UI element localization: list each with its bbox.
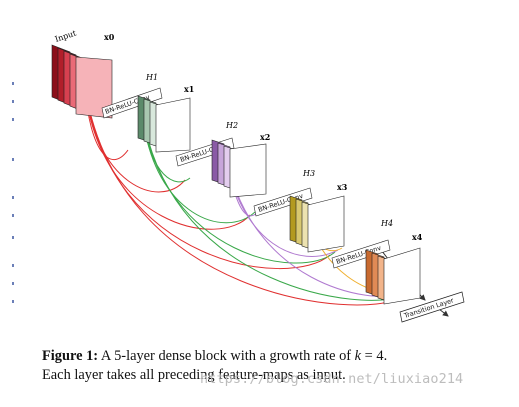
margin-mark — [12, 264, 14, 267]
caption-text: A 5-layer dense block with a growth rate… — [100, 348, 352, 364]
stage-3: H3 BN-ReLU-Conv x3 — [253, 169, 348, 253]
caption-equals: = 4. — [364, 348, 388, 364]
margin-mark — [12, 236, 14, 239]
dense-block-diagram: Input x0 H1 BN-ReLU-Conv x1 H2 BN-ReLU-C… — [51, 28, 465, 323]
watermark: https://blog.csdn.net/liuxiao214 — [200, 371, 464, 387]
h3-label: H3 — [302, 169, 315, 178]
h1-label: H1 — [145, 73, 158, 82]
margin-mark — [12, 82, 14, 85]
caption-variable: k — [354, 348, 362, 364]
stage-2: H2 BN-ReLU-Conv x2 — [175, 121, 270, 198]
margin-mark — [12, 300, 14, 303]
bn-relu-conv-box-4 — [331, 239, 391, 269]
x0-label: x0 — [104, 32, 115, 42]
margin-mark — [12, 214, 14, 217]
margin-mark — [12, 282, 14, 285]
x1-label: x1 — [184, 84, 194, 94]
x3-label: x3 — [337, 182, 348, 192]
h2-label: H2 — [225, 121, 238, 130]
input-stack: Input x0 — [51, 28, 115, 119]
connection-x0-transition — [84, 87, 401, 306]
connection-x1-h3 — [142, 117, 256, 224]
bn-relu-conv-box-3 — [253, 187, 313, 217]
x2-label: x2 — [260, 132, 270, 142]
connection-x1-transition — [142, 117, 403, 301]
margin-mark — [12, 158, 14, 161]
margin-mark — [12, 196, 14, 199]
margin-mark — [12, 100, 14, 103]
bn-relu-conv-box-1 — [101, 87, 163, 119]
stage-1: H1 BN-ReLU-Conv x1 — [101, 73, 194, 153]
input-label: Input — [54, 28, 78, 44]
caption-line-2: Each layer takes all preceding feature-m… — [42, 367, 346, 383]
caption-line-1: Figure 1: A 5-layer dense block with a g… — [42, 347, 512, 366]
x4-label: x4 — [412, 232, 423, 242]
connection-x0-h3 — [84, 87, 251, 230]
h4-label: H4 — [380, 219, 393, 228]
figure-number: Figure 1: — [42, 348, 99, 364]
figure-caption: Figure 1: A 5-layer dense block with a g… — [42, 347, 512, 385]
connection-x0-h4 — [84, 87, 331, 270]
margin-mark — [12, 118, 14, 121]
